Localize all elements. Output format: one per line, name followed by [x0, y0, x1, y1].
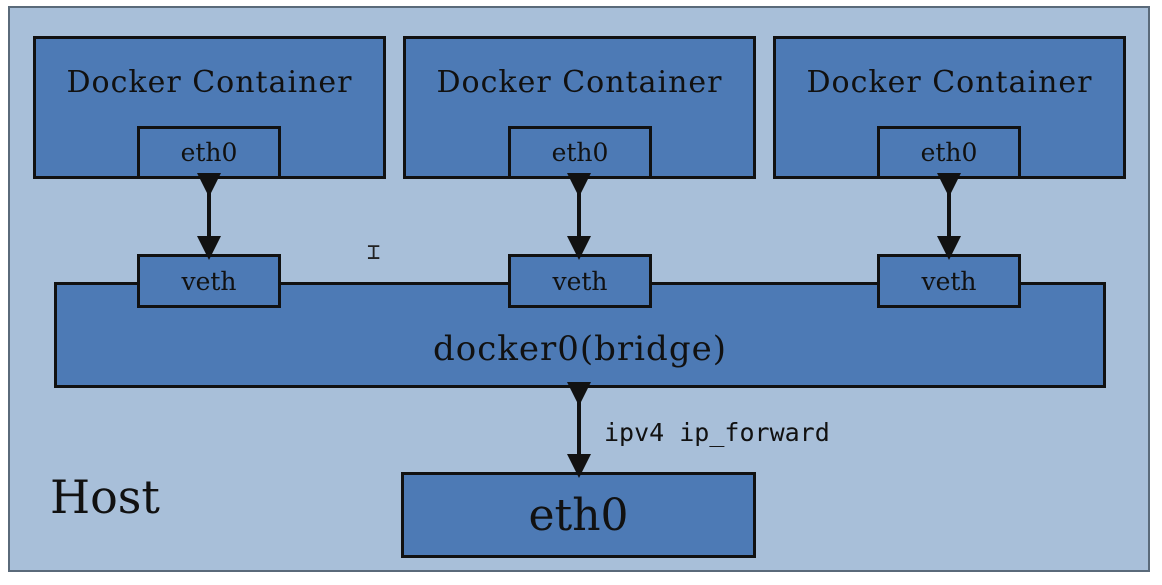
container-title: Docker Container: [66, 65, 353, 100]
text-cursor-icon: ⌶: [367, 240, 381, 265]
veth-3: veth: [877, 254, 1021, 308]
host-label: Host: [50, 470, 160, 524]
container-title: Docker Container: [806, 65, 1093, 100]
container-title: Docker Container: [436, 65, 723, 100]
veth-1: veth: [137, 254, 281, 308]
ip-forward-label: ipv4 ip_forward: [604, 418, 830, 447]
veth-2: veth: [508, 254, 652, 308]
host-eth0: eth0: [401, 472, 756, 558]
bridge-label: docker0(bridge): [433, 329, 727, 369]
